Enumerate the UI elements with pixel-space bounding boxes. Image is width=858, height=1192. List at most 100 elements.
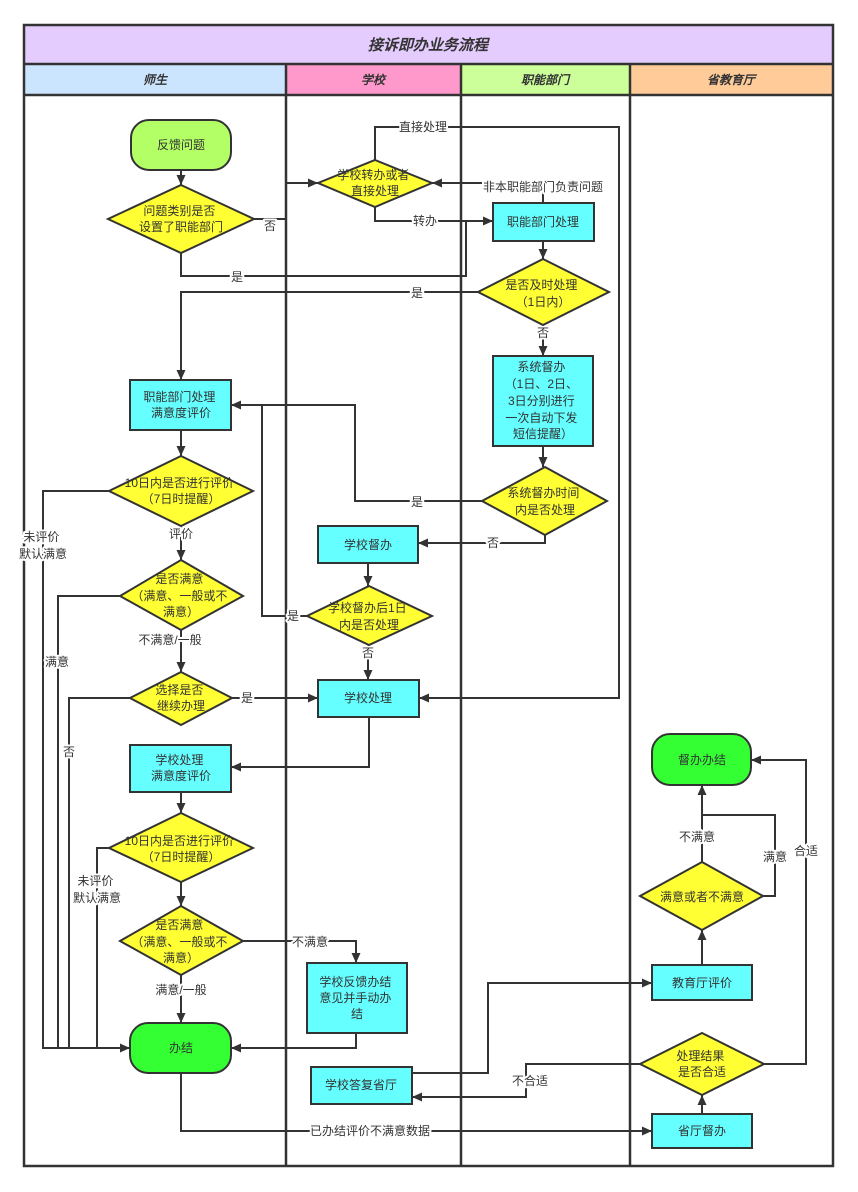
label-timely-yes: 是 <box>411 286 423 300</box>
text-line: 处理结果 <box>676 1049 724 1063</box>
lane-header-provincial-edu-dept <box>630 64 833 95</box>
node-school-1day-check-text: 学校督办后1日 内是否处理 <box>328 600 410 632</box>
decision-diamond <box>637 860 766 932</box>
node-system-supervise-text: 系统督办 （1日、2日、 3日分别进行 一次自动下发 短信提醒） <box>505 359 582 441</box>
edge-school-handle-to-eval <box>231 717 370 772</box>
start-terminal-shape <box>130 119 232 171</box>
node-done-text: 办结 <box>169 1040 193 1055</box>
node-dept-satisfaction-eval-text: 职能部门处理 满意度评价 <box>143 389 218 420</box>
text-line: 是否及时处理 <box>505 278 577 292</box>
process-box <box>306 962 408 1034</box>
node-feedback-text: 反馈问题 <box>157 138 205 152</box>
label-no-eval-2: 未评价 默认满意 <box>73 874 121 905</box>
node-satisfied-1-text: 是否满意 （满意、一般或不 满意） <box>131 571 230 619</box>
text-line: 满意） <box>163 604 199 619</box>
text-line: 直接处理 <box>351 183 399 198</box>
node-category-check-text: 问题类别是否 设置了职能部门 <box>139 204 223 234</box>
text-line: 满意度评价 <box>151 405 211 420</box>
node-system-time-check-text: 系统督办时间 内是否处理 <box>507 485 582 517</box>
node-satisfied-or-not: 满意或者不满意 <box>637 860 766 932</box>
edge-no-eval-2 <box>96 847 109 1048</box>
edge-school-reply-to-edu-eval <box>412 978 652 1074</box>
decision-diamond <box>127 670 235 727</box>
decision-diamond <box>304 584 435 647</box>
label-inappropriate: 不合适 <box>512 1073 548 1088</box>
process-box <box>310 1066 413 1105</box>
node-school-supervise: 学校督办 <box>317 525 419 564</box>
decision-diamond <box>117 904 246 977</box>
label-no-eval-1-line-2: 默认满意 <box>19 546 67 561</box>
label-no-eval-1: 未评价 默认满意 <box>19 530 67 561</box>
edge-timely-yes <box>176 291 478 380</box>
text-line: 选择是否 <box>155 683 203 697</box>
node-system-supervise: 系统督办 （1日、2日、 3日分别进行 一次自动下发 短信提醒） <box>492 355 594 447</box>
node-satisfied-or-not-text: 满意或者不满意 <box>660 889 744 904</box>
diagram-title: 接诉即办业务流程 <box>368 37 490 54</box>
node-system-time-check: 系统督办时间 内是否处理 <box>479 465 610 537</box>
label-no-eval-1-line-1: 未评价 <box>23 530 59 544</box>
lane-header-teachers-students <box>24 64 286 95</box>
text-line: 问题类别是否 <box>143 204 215 218</box>
process-box <box>651 1113 753 1149</box>
label-system-time-yes: 是 <box>411 495 423 509</box>
decision-diamond <box>637 1031 767 1097</box>
edge-system-time-no <box>418 535 546 548</box>
node-school-route: 学校转办或者 直接处理 <box>315 158 435 209</box>
node-school-satisfaction-eval-text: 学校处理 满意度评价 <box>151 752 211 783</box>
process-box <box>129 744 232 793</box>
label-unsatisfied: 不满意 <box>292 934 328 949</box>
node-supervision-done-text: 督办办结 <box>678 752 726 767</box>
label-evaluated: 评价 <box>169 527 193 541</box>
label-not-dept-issue: 非本职能部门负责问题 <box>483 179 603 194</box>
node-result-appropriate-text: 处理结果 是否合适 <box>676 1049 727 1079</box>
node-eval-within-10d-2: 10日内是否进行评价 （7日时提醒） <box>106 811 256 884</box>
edge-school-feedback-to-done <box>231 1033 357 1053</box>
text-line: 学校转办或者 <box>337 167 409 182</box>
edge-not-dept-issue <box>432 178 544 203</box>
text-line: 10日内是否进行评价 <box>125 476 234 490</box>
edge-system-time-yes <box>231 400 482 502</box>
label-no-eval-2-line-2: 默认满意 <box>73 890 121 905</box>
label-category-yes: 是 <box>231 270 243 284</box>
edge-route-direct <box>374 126 620 703</box>
text-line: 是否满意 <box>155 571 203 586</box>
edge-continue-no <box>68 697 130 1048</box>
label-route-direct: 直接处理 <box>399 119 447 134</box>
text-line: 设置了职能部门 <box>139 219 223 234</box>
label-school-1day-yes: 是 <box>287 609 299 623</box>
node-dept-handle-text: 职能部门处理 <box>507 214 579 229</box>
node-supervision-done: 督办办结 <box>651 733 752 786</box>
node-satisfied-1: 是否满意 （满意、一般或不 满意） <box>117 558 246 632</box>
decision-diamond <box>475 257 612 327</box>
node-eval-within-10d-2-text: 10日内是否进行评价 （7日时提醒） <box>125 834 238 864</box>
edge-school-1day-yes <box>261 405 307 617</box>
label-closed-unsatisfied-data: 已办结评价不满意数据 <box>310 1123 430 1138</box>
node-school-feedback-close-text: 学校反馈办结 意见并手动办 结 <box>319 974 394 1021</box>
end-terminal-shape <box>651 733 752 786</box>
lane-label-functional-dept: 职能部门 <box>521 73 571 87</box>
node-eval-within-10d-1-text: 10日内是否进行评价 （7日时提醒） <box>125 476 238 506</box>
text-line: 系统督办 <box>517 359 565 374</box>
node-school-supervise-text: 学校督办 <box>344 537 392 552</box>
text-line: （7日时提醒） <box>142 849 221 864</box>
node-timely-check: 是否及时处理 （1日内） <box>475 257 612 327</box>
diagram-frame <box>22 23 835 1168</box>
label-satisfied: 满意 <box>45 654 69 669</box>
title-bar <box>24 25 833 64</box>
decision-diamond <box>117 558 246 632</box>
node-eval-within-10d-1: 10日内是否进行评价 （7日时提醒） <box>106 454 256 528</box>
text-line: （满意、一般或不 <box>131 934 227 949</box>
node-school-satisfaction-eval: 学校处理 满意度评价 <box>129 744 232 793</box>
text-line: （1日内） <box>516 295 571 309</box>
node-satisfied-2-text: 是否满意 （满意、一般或不 满意） <box>131 917 230 965</box>
label-unsatisfied-or-average: 不满意/一般 <box>138 632 201 647</box>
text-line: （1日、2日、 <box>505 377 578 391</box>
text-line: 10日内是否进行评价 <box>125 834 234 848</box>
node-continue-choice-text: 选择是否 继续办理 <box>155 683 206 713</box>
label-no-eval-2-line-1: 未评价 <box>77 874 113 888</box>
text-line: 结 <box>351 1007 363 1021</box>
edge-unsatisfied <box>243 940 361 963</box>
text-line: 意见并手动办 <box>319 990 391 1005</box>
